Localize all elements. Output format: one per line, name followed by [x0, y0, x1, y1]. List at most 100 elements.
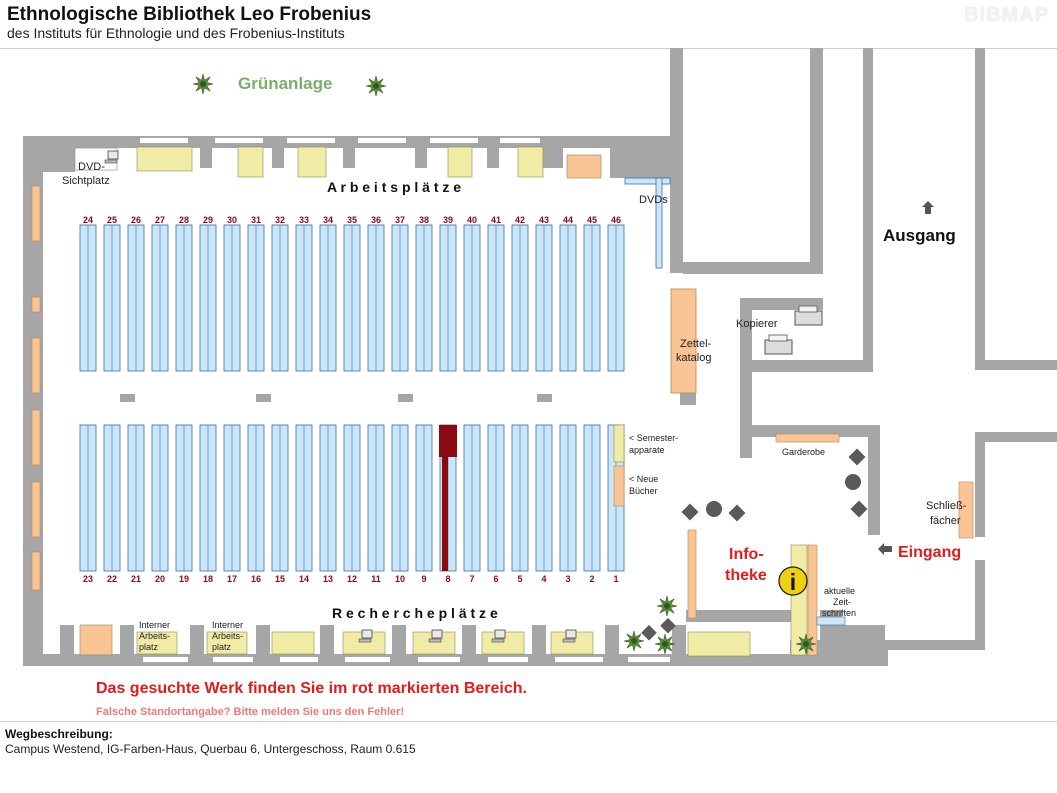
- journals-label-1: aktuelle: [824, 586, 855, 596]
- shelf-number: 35: [347, 215, 357, 225]
- shelf-number: 2: [589, 574, 594, 584]
- highlighted-area: [442, 457, 448, 571]
- new-books-label-1: < Neue: [629, 474, 658, 484]
- shelf-number: 8: [445, 574, 450, 584]
- info-desk-label-2: theke: [725, 567, 767, 584]
- shelf-number: 30: [227, 215, 237, 225]
- shelf-number: 41: [491, 215, 501, 225]
- shelf-number: 23: [83, 574, 93, 584]
- wardrobe-counter: [775, 433, 840, 443]
- wall-shelves-left: [31, 185, 41, 591]
- card-catalog-label-2: katalog: [676, 352, 711, 364]
- shelf-number: 34: [323, 215, 333, 225]
- computer-icon: [104, 150, 577, 643]
- shelf-number: 36: [371, 215, 381, 225]
- footer-divider: [0, 721, 1057, 722]
- dvds-label: DVDs: [639, 194, 668, 206]
- garden-label: Grünanlage: [238, 74, 332, 93]
- plant-center: [200, 81, 206, 87]
- shelf-number: 43: [539, 215, 549, 225]
- internal-workplace-1-line-1: Interner: [139, 620, 170, 630]
- journal-shelf: [807, 544, 818, 656]
- internal-workplace-2-line-1: Interner: [212, 620, 243, 630]
- exit-label: Ausgang: [883, 226, 956, 245]
- shelf-number: 42: [515, 215, 525, 225]
- page-header: Ethnologische Bibliothek Leo Frobenius d…: [0, 0, 1057, 48]
- shelf-number: 15: [275, 574, 285, 584]
- shelf-number: 28: [179, 215, 189, 225]
- shelf-number: 20: [155, 574, 165, 584]
- workplace-desks: [74, 146, 751, 657]
- shelf-number: 26: [131, 215, 141, 225]
- plant-center: [373, 83, 379, 89]
- computer-monitor: [431, 629, 443, 639]
- dvd-shelf-vertical: [655, 177, 663, 269]
- shelf-number: 24: [83, 215, 93, 225]
- journals-label-3: schriften: [822, 608, 856, 618]
- shelf-number: 37: [395, 215, 405, 225]
- computer-monitor: [565, 629, 577, 639]
- computer-keyboard: [562, 638, 576, 643]
- dvd-shelf: [624, 177, 671, 185]
- shelf-number: 7: [469, 574, 474, 584]
- semester-label-2: apparate: [629, 445, 665, 455]
- pillars: [120, 394, 552, 402]
- dvd-place-label-1: DVD-: [78, 161, 105, 173]
- shelf-number: 39: [443, 215, 453, 225]
- plant-center: [803, 641, 809, 647]
- plant-center: [662, 641, 668, 647]
- library-floor-plan: 2425262728293031323334353637383940414243…: [0, 48, 1057, 718]
- shelf-number: 32: [275, 215, 285, 225]
- new-books-shelf: [613, 465, 625, 507]
- location-message: Das gesuchte Werk finden Sie im rot mark…: [96, 680, 527, 697]
- computer-keyboard: [104, 159, 118, 164]
- route-description: Campus Westend, IG-Farben-Haus, Querbau …: [5, 742, 416, 756]
- card-catalog-label-1: Zettel-: [680, 338, 712, 350]
- plant-center: [664, 603, 670, 609]
- shelf-number: 16: [251, 574, 261, 584]
- computer-monitor: [107, 150, 119, 160]
- computer-monitor: [494, 629, 506, 639]
- page-title: Ethnologische Bibliothek Leo Frobenius: [7, 4, 372, 25]
- windows: [140, 138, 670, 662]
- lockers-label-1: Schließ-: [926, 500, 967, 512]
- entrance-label: Eingang: [898, 544, 961, 561]
- plants: [192, 73, 817, 655]
- route-title: Wegbeschreibung:: [5, 727, 113, 741]
- highlighted-area: [439, 425, 457, 457]
- journal-rack: [816, 616, 846, 626]
- new-books-label-2: Bücher: [629, 486, 658, 496]
- info-desk-side: [687, 529, 697, 619]
- shelf-number: 4: [541, 574, 546, 584]
- shelf-number: 6: [493, 574, 498, 584]
- shelf-number: 40: [467, 215, 477, 225]
- shelf-number: 14: [299, 574, 309, 584]
- shelf-number: 17: [227, 574, 237, 584]
- lounge-furniture: [641, 448, 868, 641]
- shelf-number: 5: [517, 574, 522, 584]
- header-divider: [0, 48, 1057, 49]
- card-catalog: [670, 288, 697, 394]
- arrow-up-icon: [922, 201, 934, 214]
- shelf-number: 11: [371, 574, 381, 584]
- work-places-label: A r b e i t s p l ä t z e: [327, 179, 461, 195]
- shelf-number: 12: [347, 574, 357, 584]
- semester-shelf: [613, 424, 625, 463]
- info-symbol: i: [790, 569, 796, 595]
- shelf-number: 19: [179, 574, 189, 584]
- shelves-bottom-row: [79, 424, 625, 572]
- shelf-number: 29: [203, 215, 213, 225]
- computer-keyboard: [358, 638, 372, 643]
- shelf-number: 3: [565, 574, 570, 584]
- shelf-number: 1: [613, 574, 618, 584]
- error-report-link[interactable]: Falsche Standortangabe? Bitte melden Sie…: [96, 706, 404, 718]
- shelf-number: 44: [563, 215, 573, 225]
- info-icon: [778, 566, 808, 596]
- bibmap-logo: BIBMAP: [964, 4, 1049, 26]
- shelf-number: 27: [155, 215, 165, 225]
- lockers-label-2: fächer: [930, 515, 961, 527]
- semester-label-1: < Semester-: [629, 433, 678, 443]
- copier-icon: [764, 305, 823, 355]
